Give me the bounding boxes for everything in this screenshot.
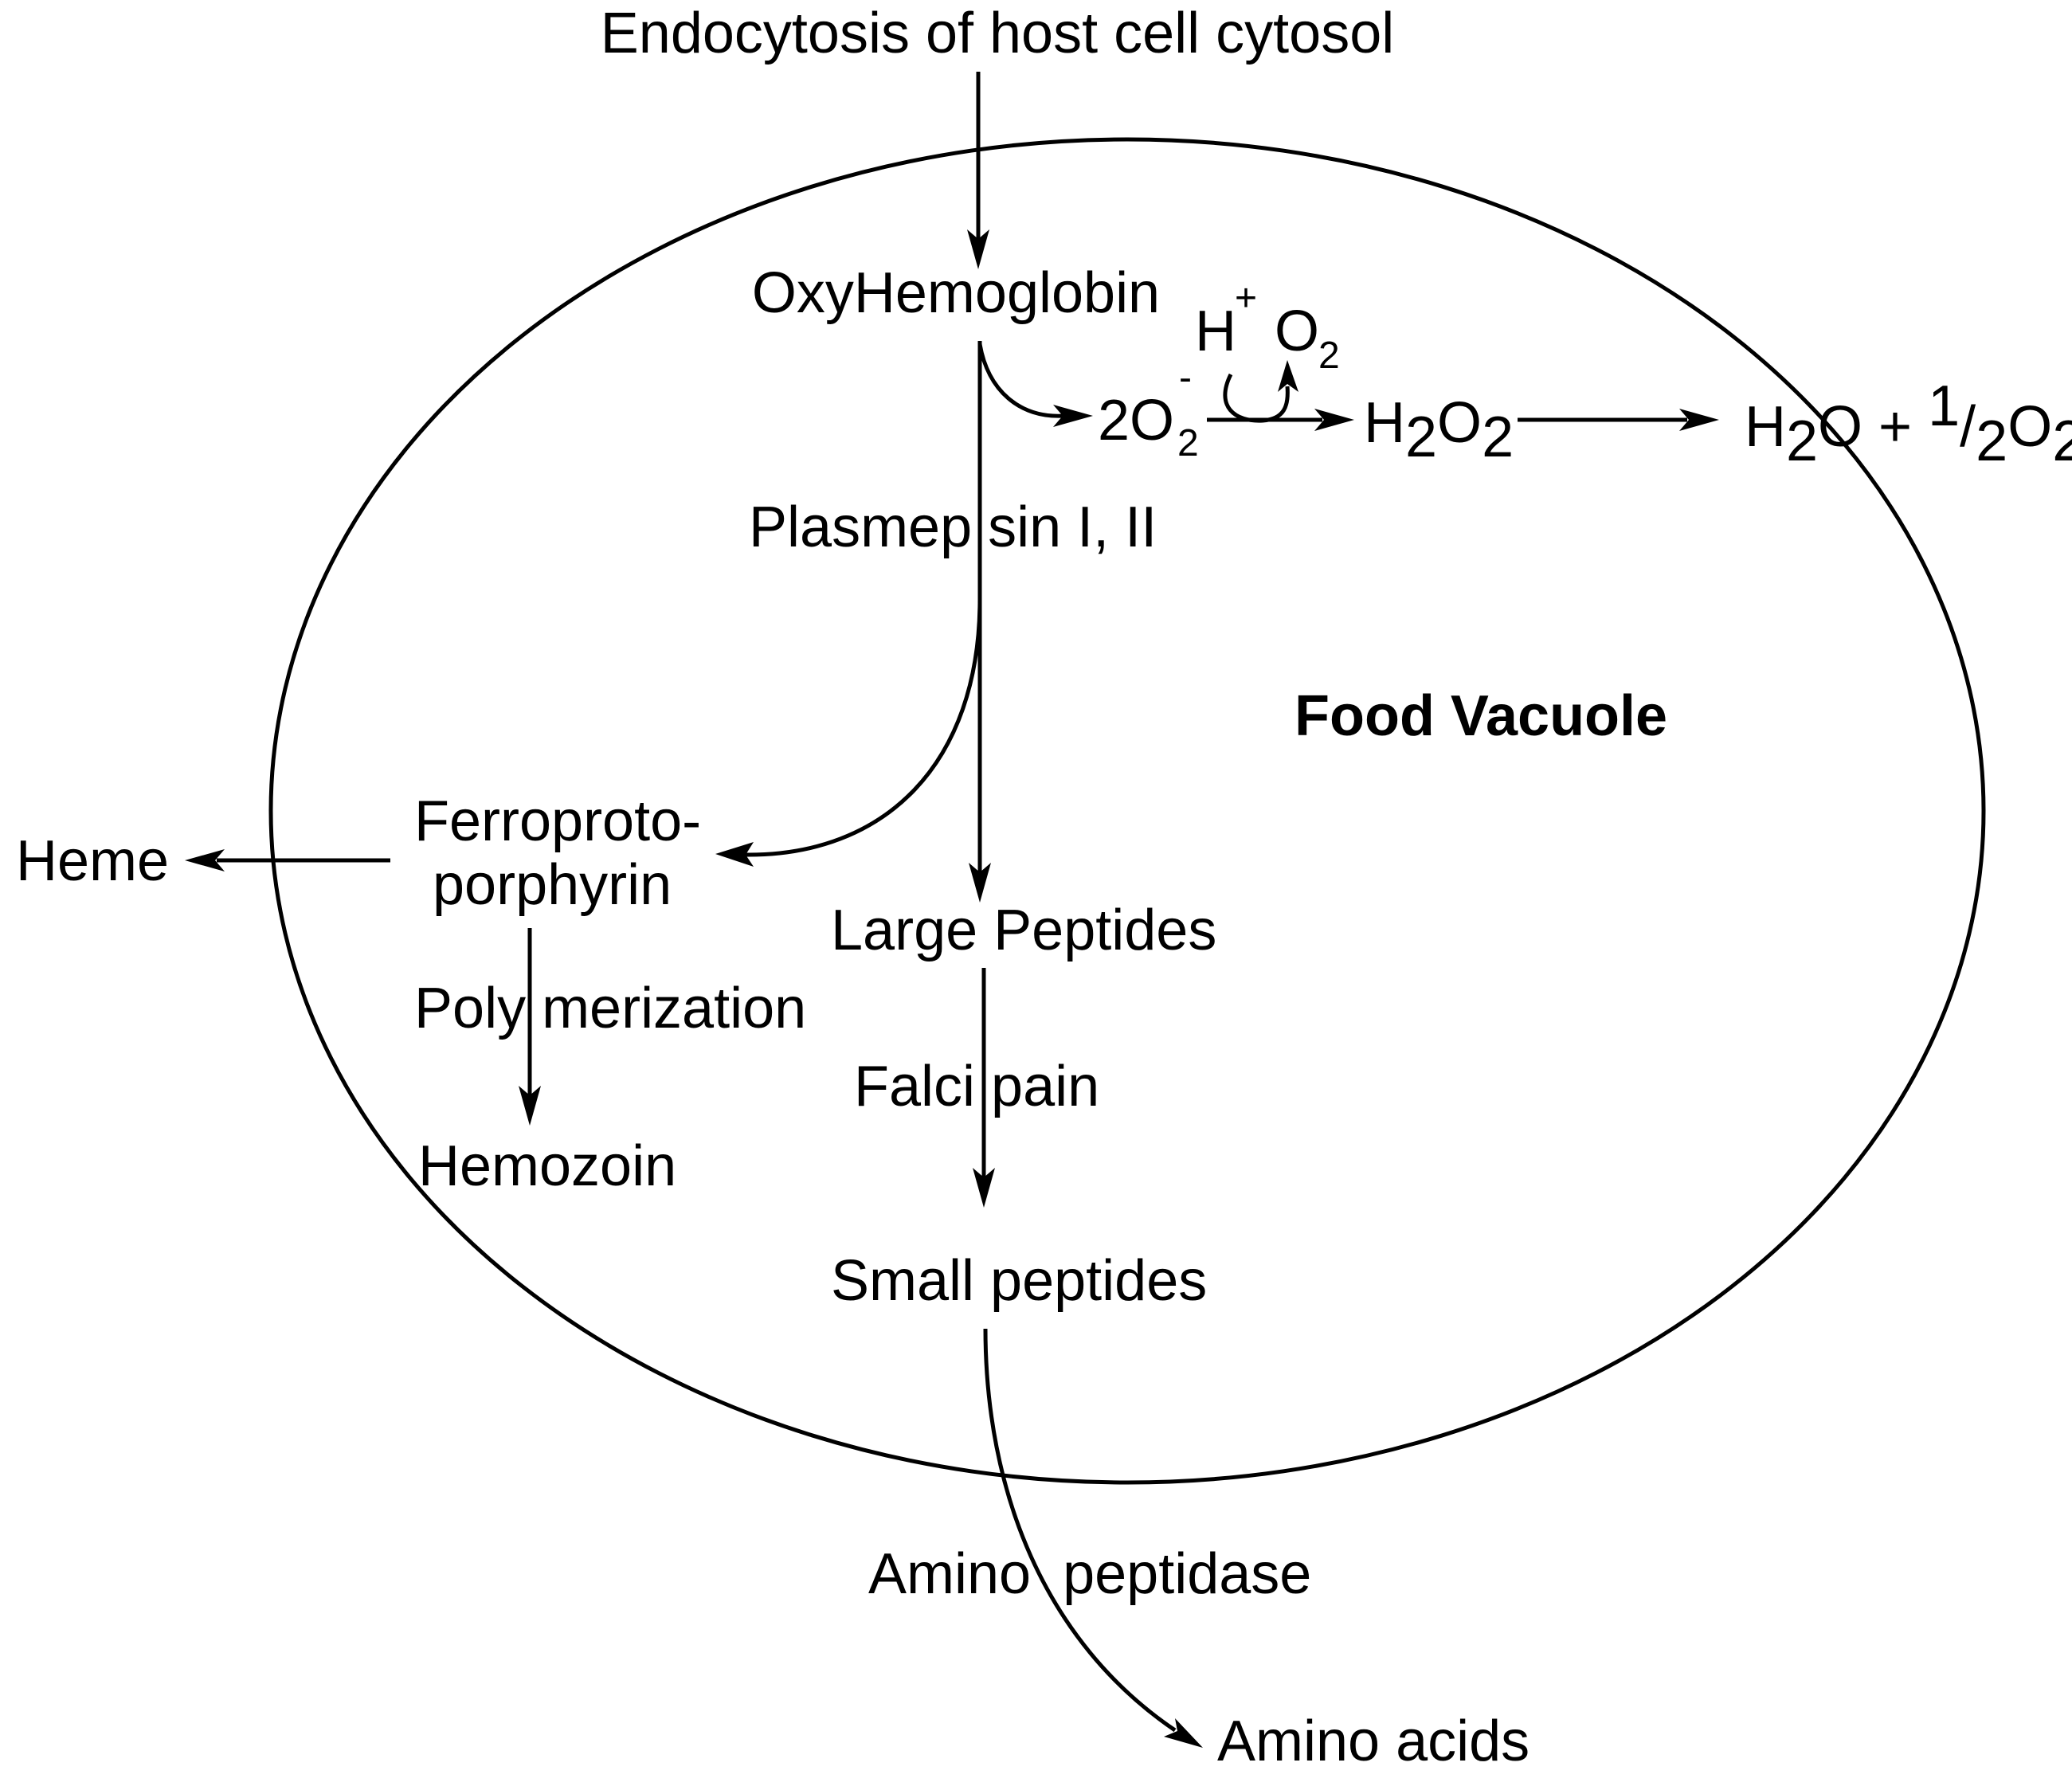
arrowhead-superoxide	[1053, 405, 1093, 427]
arrowhead-water	[1679, 409, 1719, 431]
label-released-o2: O	[1275, 300, 1319, 363]
food-vacuole-membrane	[268, 137, 1986, 1485]
arrow-oxyhemoglobin-to-superoxide	[977, 343, 1064, 418]
label-superoxide-charge: -	[1179, 357, 1192, 399]
label-hydrogen-peroxide: H2O2	[1364, 391, 1514, 469]
label-superoxide: 2O	[1098, 389, 1174, 452]
arrow-proton-curl-o2	[1223, 373, 1290, 423]
label-polymerization: Poly merization	[414, 977, 806, 1040]
label-food-vacuole: Food Vacuole	[1295, 684, 1667, 748]
label-proton-charge: +	[1235, 277, 1257, 319]
label-heme: Heme	[16, 829, 169, 893]
arrowhead-hemozoin	[519, 1086, 541, 1126]
label-endocytosis: Endocytosis of host cell cytosol	[601, 2, 1394, 65]
arrowhead-o2-release	[1278, 360, 1298, 392]
arrow-small-peptides-to-amino-acids	[983, 1328, 1177, 1733]
arrowhead-amino-acids	[1164, 1718, 1203, 1748]
label-hemozoin: Hemozoin	[418, 1134, 676, 1198]
labels: Endocytosis of host cell cytosol OxyHemo…	[16, 2, 2072, 1773]
arrowhead-endocytosis	[967, 229, 989, 269]
arrowhead-small-peptides	[973, 1168, 995, 1208]
label-small-peptides: Small peptides	[831, 1249, 1207, 1313]
label-large-peptides: Large Peptides	[831, 899, 1216, 962]
label-ferroprotoporphyrin-line1: Ferroproto-	[414, 789, 701, 853]
arrows	[185, 72, 1719, 1748]
label-aminopeptidase: Amino peptidase	[868, 1542, 1311, 1606]
label-falcipain: Falci pain	[854, 1055, 1099, 1118]
arrow-branch-to-ferroprotoporphyrin	[744, 598, 982, 857]
label-amino-acids: Amino acids	[1217, 1710, 1530, 1773]
label-superoxide-subscript: 2	[1177, 422, 1199, 464]
arrowhead-large-peptides	[969, 863, 991, 903]
label-proton: H	[1195, 300, 1236, 363]
label-ferroprotoporphyrin-line2: porphyrin	[433, 853, 672, 917]
arrowhead-h2o2	[1314, 409, 1354, 431]
label-plasmepsin: Plasmep sin I, II	[749, 495, 1157, 559]
label-oxyhemoglobin: OxyHemoglobin	[752, 261, 1160, 325]
arrowhead-heme	[185, 849, 225, 871]
arrowhead-ferroprotoporphyrin	[715, 842, 754, 867]
label-water-and-oxygen: H2O + 1/2O2	[1745, 374, 2072, 473]
label-released-o2-subscript: 2	[1318, 335, 1340, 377]
